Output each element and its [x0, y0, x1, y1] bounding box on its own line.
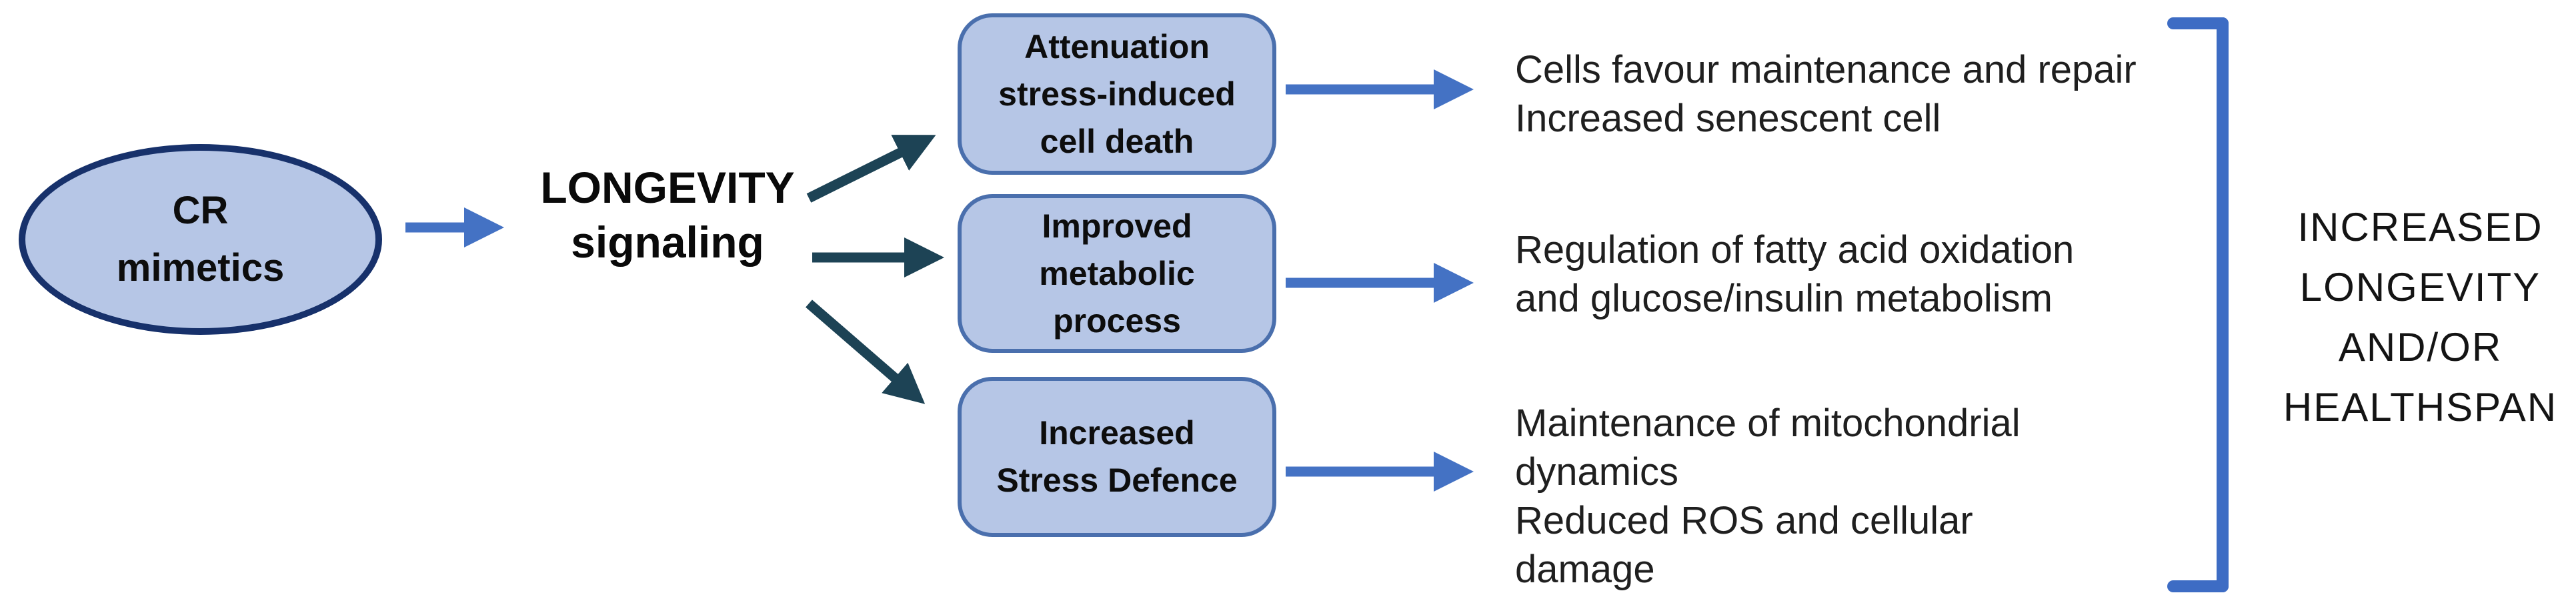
box1-label: Attenuation stress-induced cell death: [998, 27, 1236, 160]
bracket-bottom-foot: [2167, 580, 2229, 592]
outcome-text-1: Cells favour maintenance and repair Incr…: [1515, 48, 2137, 140]
outcome-text-2: Regulation of fatty acid oxidation and g…: [1515, 228, 2075, 320]
result-label: INCREASED LONGEVITY AND/OR HEALTHSPAN: [2283, 205, 2558, 430]
bracket-top-foot: [2167, 17, 2229, 29]
cr-mimetics-node: CR mimetics: [19, 144, 382, 335]
box-increased-stress-defence: Increased Stress Defence: [958, 377, 1276, 537]
box-attenuation-stress-induced-cell-death: Attenuation stress-induced cell death: [958, 13, 1276, 175]
arrow-hub-to-box3: [806, 299, 926, 404]
cr-mimetics-label: CR mimetics: [116, 189, 285, 289]
box-improved-metabolic-process: Improved metabolic process: [958, 194, 1276, 353]
bracket-vertical-bar: [2217, 17, 2229, 592]
outcome-text-3: Maintenance of mitochondrial dynamics Re…: [1515, 402, 2021, 591]
box3-label: Increased Stress Defence: [996, 414, 1238, 499]
arrow-hub-to-box1: [806, 135, 936, 203]
box2-label: Improved metabolic process: [1039, 207, 1195, 340]
longevity-signaling-label: LONGEVITY signaling: [540, 163, 795, 267]
